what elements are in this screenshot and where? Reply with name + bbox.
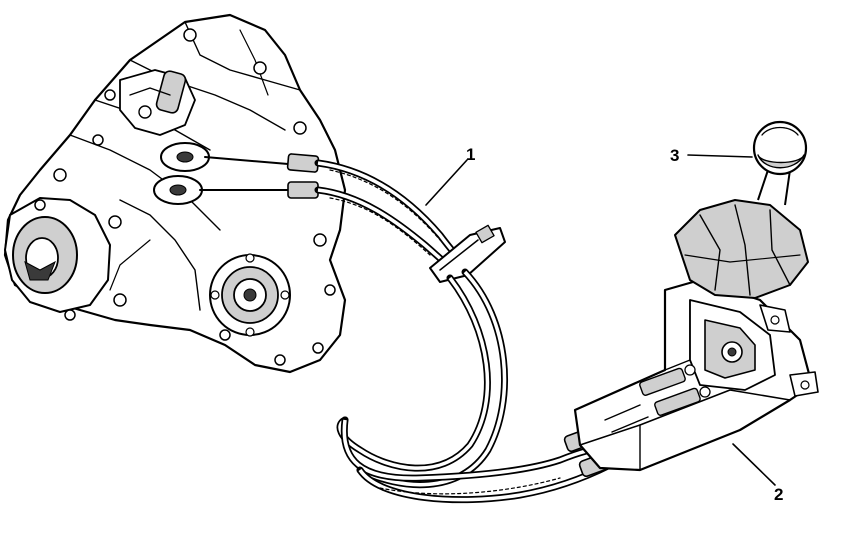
gear-lever <box>674 120 809 299</box>
gearbox-housing <box>3 13 347 374</box>
selector-mechanism <box>119 69 196 136</box>
callout-1: 1 <box>425 145 475 206</box>
callout-3: 3 <box>670 146 753 165</box>
svg-text:2: 2 <box>774 485 783 504</box>
svg-text:1: 1 <box>466 145 475 164</box>
callout-2: 2 <box>732 443 783 504</box>
cable-end-eyelets <box>153 142 210 205</box>
output-flange <box>209 253 291 337</box>
gear-lever-housing <box>573 278 819 472</box>
svg-text:3: 3 <box>670 146 679 165</box>
housing-bolts <box>34 28 336 366</box>
gear-knob <box>752 120 808 176</box>
cable-bracket <box>429 224 506 283</box>
